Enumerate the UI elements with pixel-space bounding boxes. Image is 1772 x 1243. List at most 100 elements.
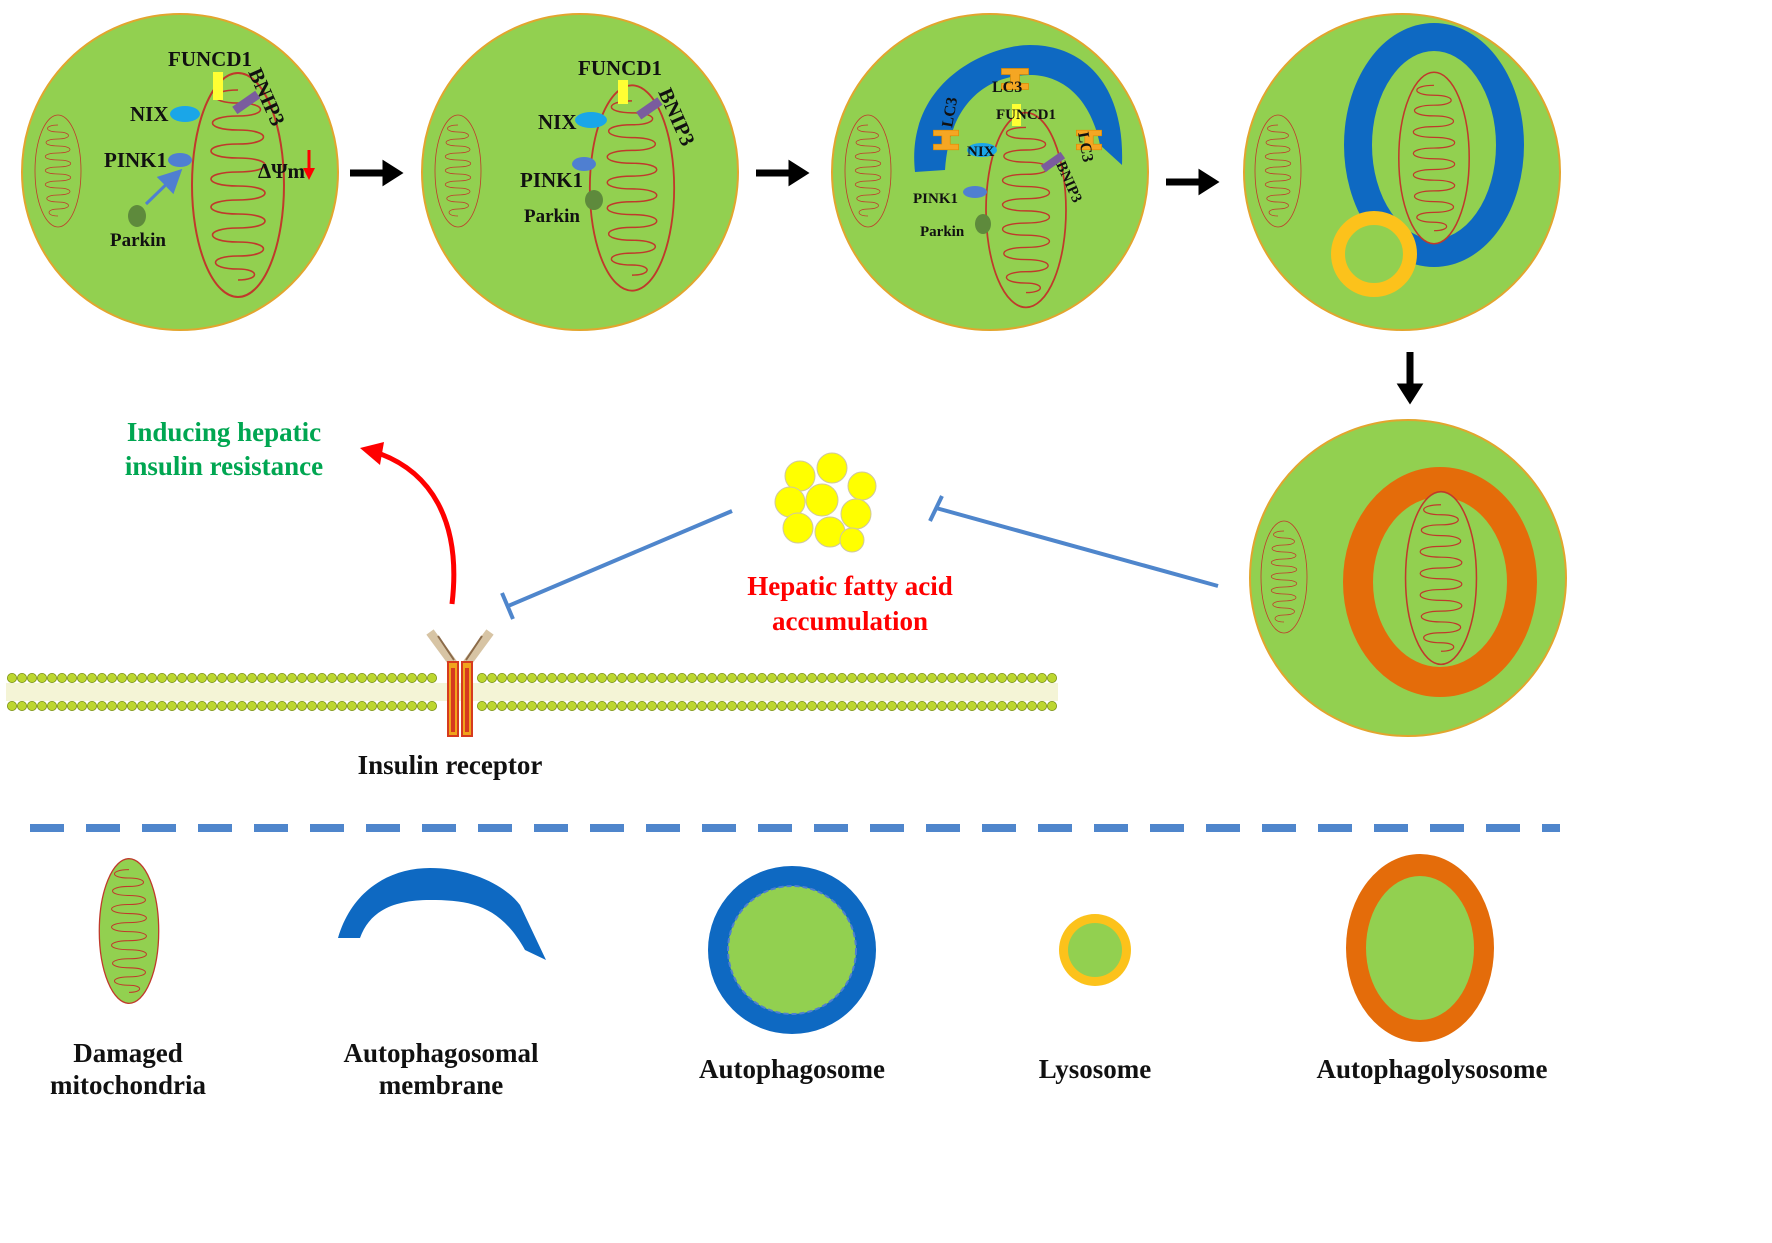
legend-lysosome-label: Lysosome xyxy=(1039,1054,1152,1084)
arrow-stage-2-to-3 xyxy=(756,159,810,187)
phospholipid-head xyxy=(587,701,598,712)
phospholipid-head xyxy=(547,673,558,684)
phospholipid-head xyxy=(127,701,138,712)
phospholipid-head xyxy=(937,673,948,684)
lc3-label: LC3 xyxy=(992,79,1022,96)
phospholipid-head xyxy=(406,673,417,684)
phospholipid-head xyxy=(236,673,247,684)
phospholipid-head xyxy=(837,673,848,684)
phospholipid-head xyxy=(396,701,407,712)
phospholipid-head xyxy=(897,701,908,712)
phospholipid-head xyxy=(496,701,507,712)
pink1-marker xyxy=(963,186,987,198)
phospholipid-head xyxy=(667,701,678,712)
phospholipid-head xyxy=(77,701,88,712)
nix-marker xyxy=(170,106,200,122)
phospholipid-head xyxy=(647,701,658,712)
phospholipid-head xyxy=(1007,701,1018,712)
phospholipid-head xyxy=(1027,701,1038,712)
legend-lysosome: Lysosome xyxy=(1039,914,1152,1084)
lc3-label-right: LC3 xyxy=(1074,131,1096,164)
phospholipid-head xyxy=(537,701,548,712)
fatty-acid-label-line1: Hepatic fatty acid xyxy=(747,571,952,601)
legend-damaged-label-line1: Damaged xyxy=(73,1038,183,1068)
bnip3-marker xyxy=(636,97,663,120)
nix-marker xyxy=(967,143,997,157)
phospholipid-head xyxy=(887,673,898,684)
phospholipid-head xyxy=(1007,673,1018,684)
phospholipid-head xyxy=(136,673,147,684)
legend-membrane-label-line2: membrane xyxy=(379,1070,503,1100)
phospholipid-head xyxy=(266,701,277,712)
phospholipid-head xyxy=(607,701,618,712)
fatty-acid-label-line2: accumulation xyxy=(772,606,928,636)
parkin-label: Parkin xyxy=(110,230,166,251)
phospholipid-head xyxy=(1047,673,1058,684)
phospholipid-head xyxy=(787,673,798,684)
phospholipid-head xyxy=(196,701,207,712)
phospholipid-head xyxy=(817,673,828,684)
phospholipid-head xyxy=(37,673,48,684)
plasma-membrane-bilayer xyxy=(6,673,1058,712)
phospholipid-head xyxy=(907,701,918,712)
phospholipid-head xyxy=(416,673,427,684)
phospholipid-head xyxy=(747,701,758,712)
phospholipid-head xyxy=(777,701,788,712)
phospholipid-head xyxy=(957,673,968,684)
funcd1-label: FUNCD1 xyxy=(578,56,662,80)
phospholipid-head xyxy=(166,701,177,712)
phospholipid-head xyxy=(847,701,858,712)
phospholipid-head xyxy=(206,701,217,712)
phospholipid-head xyxy=(767,673,778,684)
phospholipid-head xyxy=(967,673,978,684)
phospholipid-head xyxy=(326,701,337,712)
phospholipid-head xyxy=(196,673,207,684)
phospholipid-head xyxy=(306,673,317,684)
phospholipid-head xyxy=(1047,701,1058,712)
phospholipid-head xyxy=(907,673,918,684)
phospholipid-head xyxy=(647,673,658,684)
parkin-label: Parkin xyxy=(920,224,965,240)
phospholipid-head xyxy=(87,701,98,712)
phospholipid-head xyxy=(506,701,517,712)
phospholipid-head xyxy=(857,673,868,684)
phospholipid-head xyxy=(376,701,387,712)
phospholipid-head xyxy=(627,701,638,712)
phospholipid-head xyxy=(77,673,88,684)
phospholipid-head xyxy=(827,673,838,684)
engulfed-mitochondrion-icon xyxy=(1398,71,1470,245)
phospholipid-head xyxy=(877,673,888,684)
phospholipid-head xyxy=(57,673,68,684)
phospholipid-head xyxy=(617,673,628,684)
phospholipid-head xyxy=(186,673,197,684)
phospholipid-head xyxy=(176,673,187,684)
phospholipid-head xyxy=(1017,673,1028,684)
phospholipid-head xyxy=(927,701,938,712)
funcd1-label: FUNCD1 xyxy=(996,107,1056,123)
cell-stage-3: LC3 LC3 LC3 FUNCD1 NIX BNIP3 PINK1 Parki… xyxy=(831,13,1149,331)
phospholipid-head xyxy=(296,701,307,712)
phospholipid-head xyxy=(527,701,538,712)
phospholipid-head xyxy=(837,701,848,712)
phospholipid-head xyxy=(917,673,928,684)
phospholipid-head xyxy=(336,701,347,712)
phospholipid-head xyxy=(336,673,347,684)
legend-autophagolysosome-label: Autophagolysosome xyxy=(1316,1054,1547,1084)
phospholipid-head xyxy=(977,701,988,712)
phospholipid-head xyxy=(747,673,758,684)
phospholipid-head xyxy=(677,673,688,684)
phospholipid-head xyxy=(216,673,227,684)
cell-stage-5 xyxy=(1249,419,1567,737)
phospholipid-head xyxy=(306,701,317,712)
phospholipid-head xyxy=(687,701,698,712)
inhibition-lipid-to-receptor xyxy=(500,509,733,620)
phospholipid-head xyxy=(607,673,618,684)
phospholipid-head xyxy=(256,673,267,684)
phospholipid-head xyxy=(286,673,297,684)
phospholipid-head xyxy=(757,673,768,684)
autophagolysosome-ring xyxy=(1343,467,1537,697)
phospholipid-head xyxy=(627,673,638,684)
phospholipid-head xyxy=(186,701,197,712)
phospholipid-head xyxy=(97,673,108,684)
phospholipid-head xyxy=(57,701,68,712)
